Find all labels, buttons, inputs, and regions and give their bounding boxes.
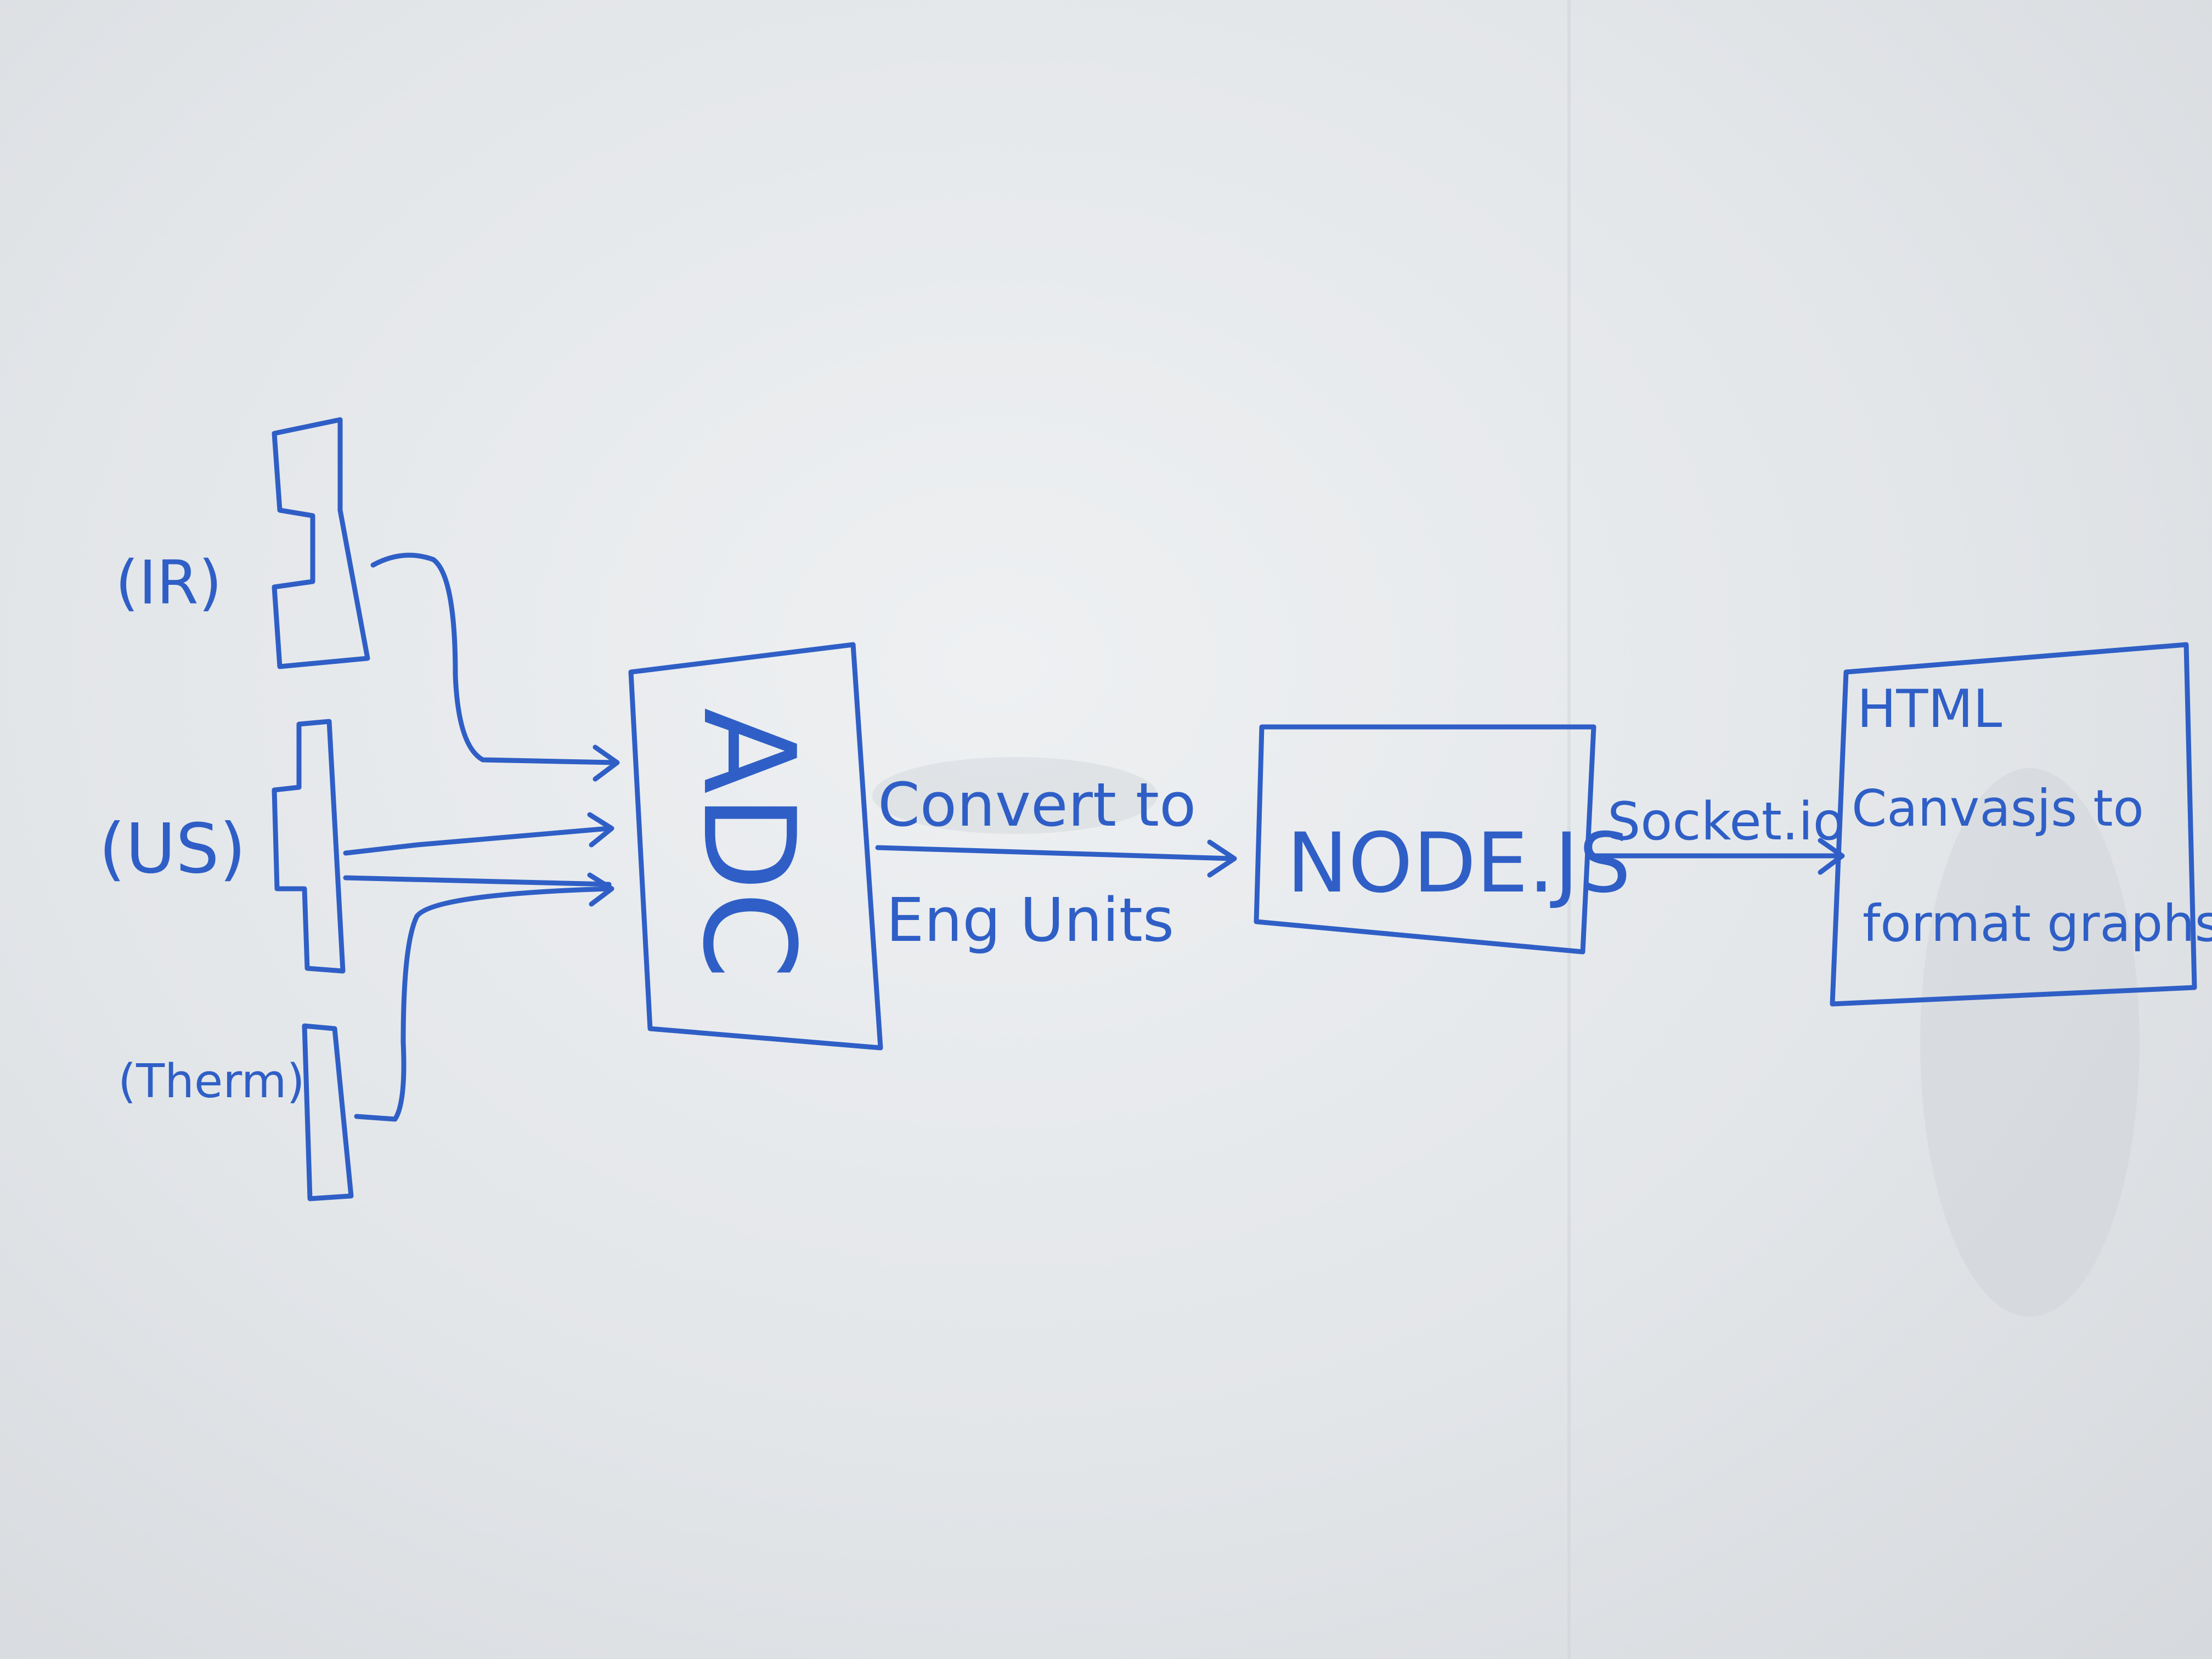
therm-arrowhead [587,872,614,907]
us-wire-bottom [343,875,612,887]
ir-arrowhead [592,744,620,782]
html-box-line1: HTML [1857,679,2002,740]
board-smudge [872,757,1158,834]
socket-edge-arrowhead [1818,838,1845,875]
therm-sensor-label: (Therm) [118,1054,305,1109]
socket-edge-label: Socket.io [1607,792,1845,852]
convert-edge-arrowhead [1207,839,1237,878]
us-wire-top [343,826,612,856]
html-box [1830,642,2197,1007]
ir-sensor-shape [272,417,370,669]
ir-sensor-label: (IR) [115,548,222,618]
convert-edge-label-line2: Eng Units [886,885,1174,955]
therm-wire [354,886,612,1122]
therm-sensor-shape [302,1023,354,1201]
us-sensor-label: (US) [99,809,246,889]
us-arrowhead [587,812,614,848]
ir-wire [370,552,617,765]
us-sensor-shape [272,719,346,974]
convert-edge-label-line1: Convert to [878,770,1196,840]
adc-box [628,642,883,1051]
html-box-line2: Canvasjs to [1852,779,2144,838]
node-label: NODE.JS [1286,816,1631,911]
node-box [1254,724,1596,955]
convert-edge-line [875,845,1234,861]
board-smudge [1920,768,2140,1317]
adc-label: ADC [675,708,821,979]
html-box-line3: format graphs [1863,894,2212,953]
